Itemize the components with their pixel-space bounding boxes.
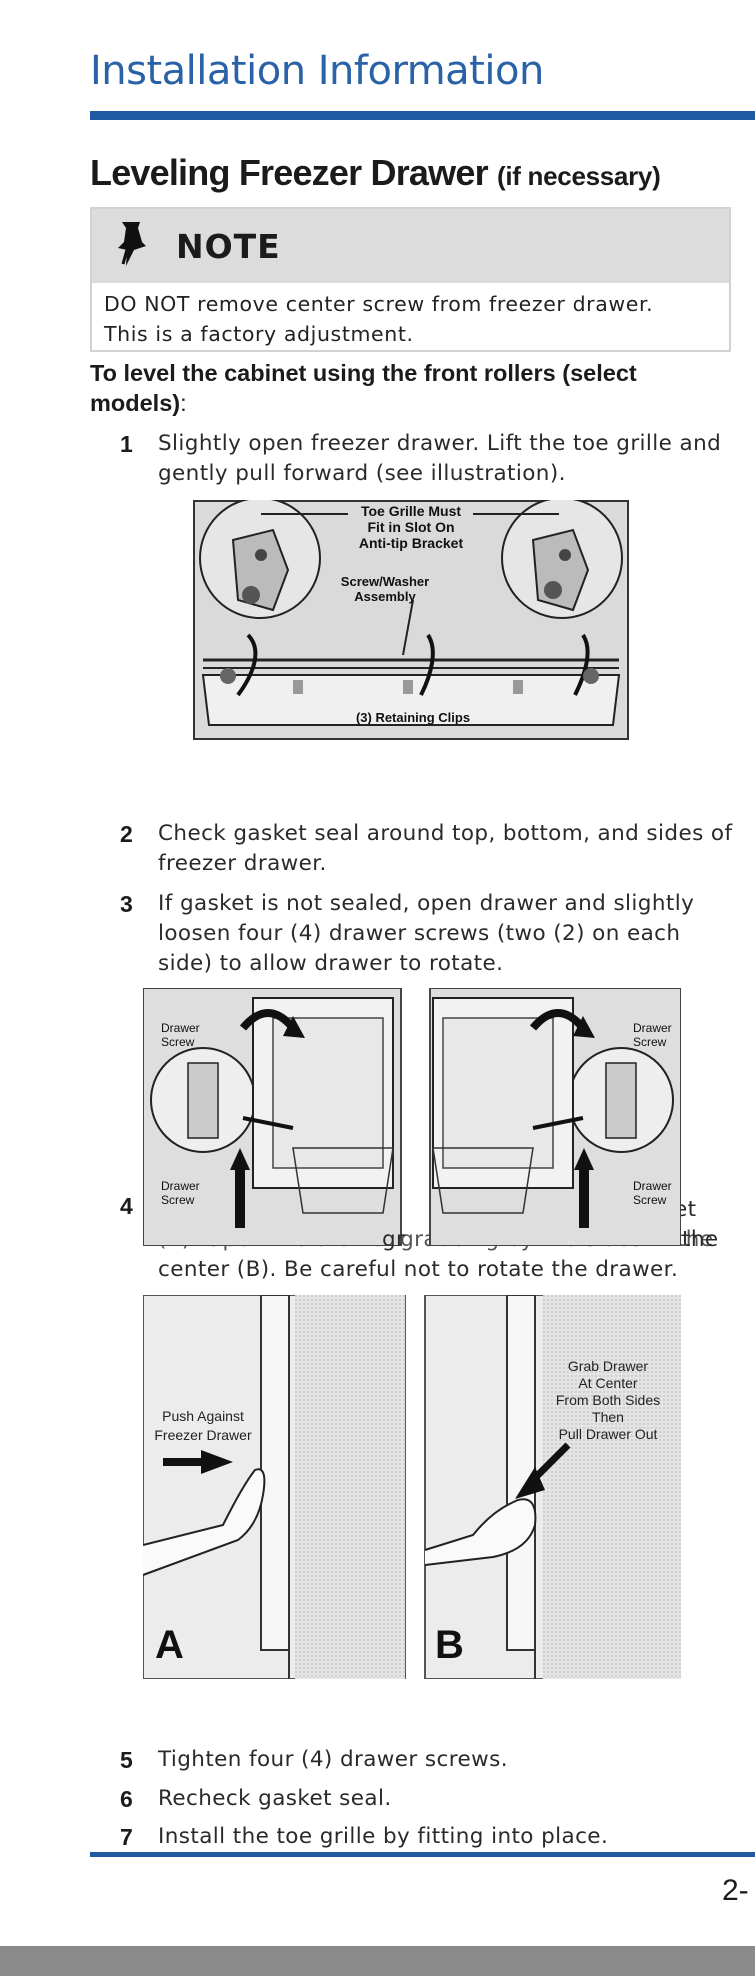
step-line: freezer drawer. [158,851,327,876]
figure1-label-mid: Screw/Washer [341,574,429,589]
heading-main: Leveling Freezer Drawer [90,152,489,193]
figure1-label-bottom: (3) Retaining Clips [356,710,470,725]
step-number: 3 [120,891,134,917]
step-line: Recheck gasket seal. [158,1786,392,1811]
step-line: side) to allow drawer to rotate. [158,951,504,976]
note-body: DO NOT remove center screw from freezer … [92,283,729,355]
step-line: Install the toe grille by fitting into p… [158,1824,609,1849]
figure2-label: Screw [633,1035,667,1049]
figure2-label: Drawer [161,1021,200,1035]
note-label: NOTE [176,226,281,266]
figure2-label: Drawer [633,1021,672,1035]
step-number: 6 [120,1786,134,1812]
step-line: center (B). Be careful not to rotate the… [158,1257,679,1282]
step-line: If gasket is not sealed, open drawer and… [158,891,695,916]
note-line: DO NOT remove center screw from freezer … [104,292,654,316]
step-line: the [682,1227,719,1252]
step-number: 4 [120,1193,134,1219]
step-number: 5 [120,1747,134,1773]
figure1-label-top: Toe Grille Must [361,503,461,519]
step-number: 1 [120,431,134,457]
note-box: NOTE DO NOT remove center screw from fre… [90,207,731,352]
figure3-b-text: From Both Sides [556,1392,660,1408]
note-header: NOTE [92,209,729,283]
step-fragment: gr [382,1227,406,1252]
intro-text: To level the cabinet using the front rol… [90,358,735,418]
page-heading: Leveling Freezer Drawer (if necessary) [90,152,661,194]
figure3-b-text: Pull Drawer Out [559,1426,658,1442]
figure3-a-text: Push Against [162,1408,244,1424]
heading-sub: (if necessary) [496,161,661,191]
toe-grille-illustration: Toe Grille Must Fit in Slot On Anti-tip … [193,500,629,740]
pushpin-icon [114,216,154,276]
figure1-label-top: Anti-tip Bracket [359,535,464,551]
figure1-label-top: Fit in Slot On [367,519,454,535]
figure2-label: Screw [161,1193,195,1207]
figure3-b-text: At Center [578,1375,637,1391]
page-number: 2- [722,1874,749,1907]
step-number: 2 [120,821,134,847]
figure3-a-text: Freezer Drawer [154,1427,252,1443]
note-line: This is a factory adjustment. [104,322,414,346]
figure3-b-label: B [435,1623,464,1667]
figure3-a-label: A [155,1623,184,1667]
drawer-screw-illustration: Drawer Screw Drawer Screw Drawer Screw D… [143,988,681,1246]
figure3-b-text: Grab Drawer [568,1358,648,1374]
step-line: gently pull forward (see illustration). [158,461,566,486]
push-grab-illustration: Push Against Freezer Drawer A Grab Drawe… [143,1295,681,1679]
step-line: Tighten four (4) drawer screws. [158,1747,508,1772]
step-number: 7 [120,1824,134,1850]
intro-tail: : [180,390,187,416]
step-line: Check gasket seal around top, bottom, an… [158,821,733,846]
step-line: loosen four (4) drawer screws (two (2) o… [158,921,681,946]
viewer-bottom-bar [0,1946,755,1976]
step-line: Slightly open freezer drawer. Lift the t… [158,431,722,456]
figure2-label: Screw [633,1193,667,1207]
figure3-b-text: Then [592,1409,624,1425]
intro-bold: To level the cabinet using the front rol… [90,360,637,416]
section-title: Installation Information [90,48,544,94]
figure2-label: Drawer [161,1179,200,1193]
figure1-label-mid: Assembly [354,589,416,604]
footer-rule [90,1852,755,1857]
figure2-label: Screw [161,1035,195,1049]
figure2-label: Drawer [633,1179,672,1193]
header-rule [90,111,755,120]
